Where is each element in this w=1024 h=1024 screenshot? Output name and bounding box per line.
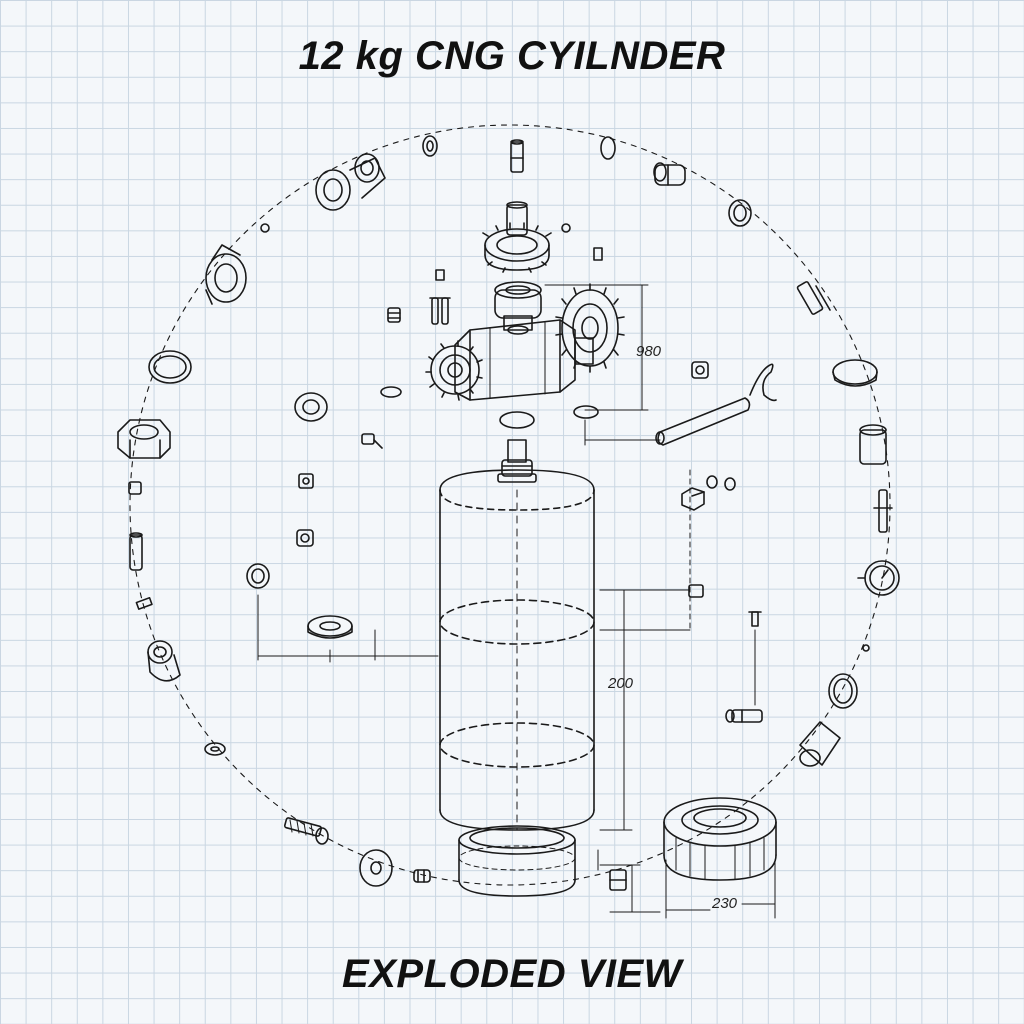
small-cap-top [422, 135, 438, 157]
long-rod [655, 397, 751, 446]
small-key-left [135, 596, 153, 610]
small-clip-pair [706, 475, 736, 491]
coupling-nut [315, 153, 386, 211]
hose-fitting [725, 709, 763, 723]
spring-clip [749, 363, 777, 402]
pressure-gauge [857, 560, 900, 596]
small-fitting-bottom-right [609, 869, 627, 891]
small-nut-inner-2 [296, 529, 314, 547]
washer-small-left [204, 742, 226, 756]
disc-right [832, 359, 878, 387]
valve-side-gear [555, 283, 625, 373]
o-ring-right-bottom [828, 673, 858, 709]
o-ring-right-top [728, 199, 752, 227]
cylinder-body [439, 469, 595, 831]
small-nut-right-inner [691, 361, 709, 379]
small-block-inner [593, 247, 603, 261]
sleeve-right [859, 424, 887, 465]
top-gear [482, 201, 552, 273]
small-bead [260, 223, 270, 233]
bolt-bottom-left [283, 817, 329, 845]
pin-right [873, 489, 893, 533]
hex-nut-left [117, 419, 171, 459]
neck-o-ring [499, 411, 535, 429]
clip-top-right [600, 136, 616, 160]
top-pin [510, 139, 524, 173]
bushing-left [147, 640, 181, 682]
cylinder-base-ring [458, 825, 576, 897]
view-label: EXPLODED VIEW [342, 952, 682, 996]
dim-valve-height: 980 [636, 343, 662, 360]
small-nut-left [128, 481, 142, 495]
washer-bottom [359, 849, 393, 887]
small-nut-dim [688, 584, 704, 598]
washer-inner-3 [246, 563, 270, 589]
clamp-ring [205, 244, 247, 305]
small-ring-inner [380, 386, 402, 398]
small-spring-part [387, 307, 401, 323]
dimension-lines [257, 284, 776, 919]
twin-pins [429, 269, 451, 325]
dim-cylinder-height: 200 [607, 675, 634, 692]
elbow-fitting [653, 162, 686, 186]
washer-inner-left [294, 392, 328, 422]
small-pin-right [748, 611, 762, 627]
valve-assembly [425, 281, 594, 401]
adapter-right [799, 721, 841, 767]
drawing-title: 12 kg CNG CYILNDER [298, 34, 726, 78]
small-bead-right [862, 644, 870, 652]
large-base-nut [663, 797, 777, 881]
o-ring-left [148, 350, 192, 384]
small-clip-inner [561, 223, 571, 233]
washer-under-valve [573, 405, 599, 419]
pin-left [129, 532, 143, 571]
small-cube [681, 487, 705, 511]
assembly-orbit [129, 124, 891, 886]
dim-base-width: 230 [711, 895, 738, 912]
cylinder-neck [497, 439, 537, 483]
flat-washer [307, 615, 353, 639]
small-nut-inner-1 [298, 473, 314, 489]
bolt-right [796, 281, 831, 315]
cap-screw-inner [361, 433, 383, 449]
small-fitting-bottom [413, 869, 431, 883]
